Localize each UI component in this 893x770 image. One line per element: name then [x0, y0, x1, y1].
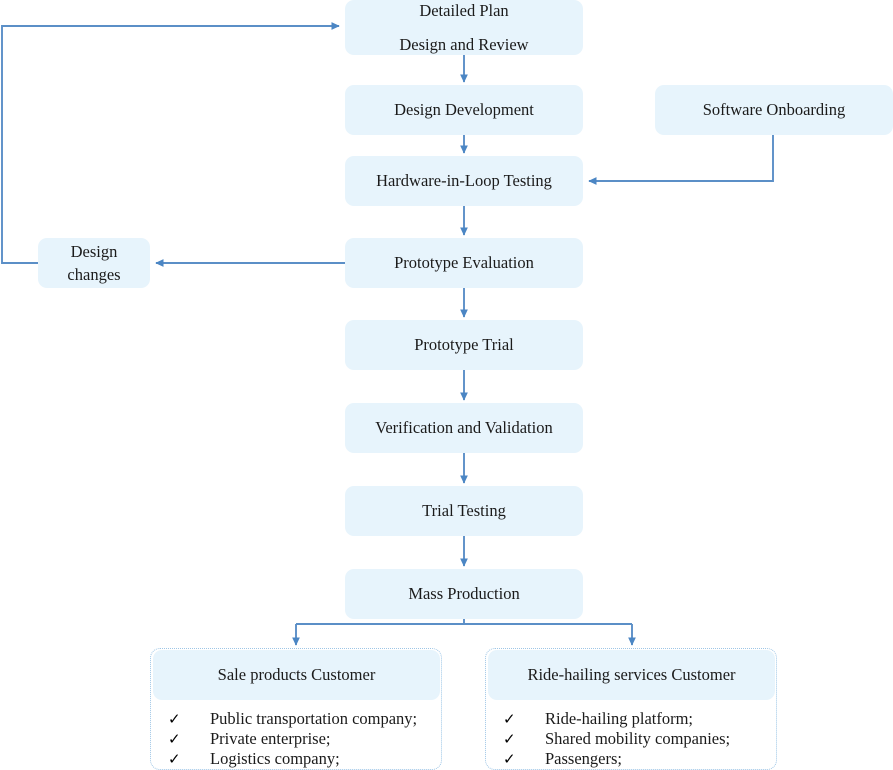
node-design-changes[interactable]: Design changes — [38, 238, 150, 288]
list-item-label: Shared mobility companies; — [545, 729, 731, 748]
list-item: ✓ Private enterprise; — [168, 729, 417, 749]
customer-group-ride-hailing-services-header[interactable]: Ride-hailing services Customer — [488, 650, 775, 700]
list-item: ✓ Public transportation company; — [168, 709, 417, 729]
list-item: ✓ Passengers; — [503, 749, 730, 769]
check-icon: ✓ — [168, 732, 181, 748]
check-icon: ✓ — [168, 752, 181, 768]
node-trial-testing-label: Trial Testing — [422, 500, 506, 520]
node-design-changes-label-line2: changes — [67, 265, 121, 284]
edge-design-changes-to-detailed-plan — [1, 22, 340, 264]
node-detailed-plan-label-line2: Design and Review — [399, 35, 529, 54]
node-mass-production-label: Mass Production — [408, 583, 520, 603]
list-item: ✓ Logistics company; — [168, 749, 417, 769]
node-hardware-in-loop-testing-label: Hardware-in-Loop Testing — [376, 170, 552, 190]
node-prototype-evaluation[interactable]: Prototype Evaluation — [345, 238, 583, 288]
check-icon: ✓ — [168, 712, 181, 728]
node-prototype-trial-label: Prototype Trial — [414, 334, 514, 354]
list-item: ✓ Ride-hailing platform; — [503, 709, 730, 729]
list-item-label: Logistics company; — [210, 749, 340, 768]
node-detailed-plan-label-line1: Detailed Plan — [419, 1, 509, 21]
edge-software-onboarding-to-hil-testing — [588, 135, 774, 185]
node-trial-testing[interactable]: Trial Testing — [345, 486, 583, 536]
customer-group-sale-products-list: ✓ Public transportation company; ✓ Priva… — [168, 709, 417, 769]
customer-group-sale-products-header-label: Sale products Customer — [217, 665, 376, 684]
list-item-label: Public transportation company; — [210, 709, 418, 728]
edge-mass-production-split — [296, 619, 632, 625]
customer-group-sale-products-header[interactable]: Sale products Customer — [153, 650, 440, 700]
node-detailed-plan[interactable]: Detailed Plan Design and Review — [345, 0, 583, 55]
node-software-onboarding[interactable]: Software Onboarding — [655, 85, 893, 135]
list-item: ✓ Shared mobility companies; — [503, 729, 730, 749]
check-icon: ✓ — [503, 732, 516, 748]
customer-group-ride-hailing-services-header-label: Ride-hailing services Customer — [527, 665, 736, 684]
node-software-onboarding-label: Software Onboarding — [702, 99, 846, 119]
node-verification-and-validation[interactable]: Verification and Validation — [345, 403, 583, 453]
check-icon: ✓ — [503, 752, 516, 768]
node-design-development[interactable]: Design Development — [345, 85, 583, 135]
list-item-label: Private enterprise; — [210, 729, 331, 748]
customer-group-ride-hailing-services-list: ✓ Ride-hailing platform; ✓ Shared mobili… — [503, 709, 730, 769]
list-item-label: Passengers; — [545, 749, 622, 768]
node-mass-production[interactable]: Mass Production — [345, 569, 583, 619]
node-hardware-in-loop-testing[interactable]: Hardware-in-Loop Testing — [345, 156, 583, 206]
node-prototype-evaluation-label: Prototype Evaluation — [394, 252, 534, 272]
check-icon: ✓ — [503, 712, 516, 728]
node-design-changes-label-line1: Design — [70, 242, 118, 262]
node-prototype-trial[interactable]: Prototype Trial — [345, 320, 583, 370]
node-design-development-label: Design Development — [394, 99, 534, 119]
list-item-label: Ride-hailing platform; — [545, 709, 694, 728]
node-verification-and-validation-label: Verification and Validation — [375, 417, 553, 437]
